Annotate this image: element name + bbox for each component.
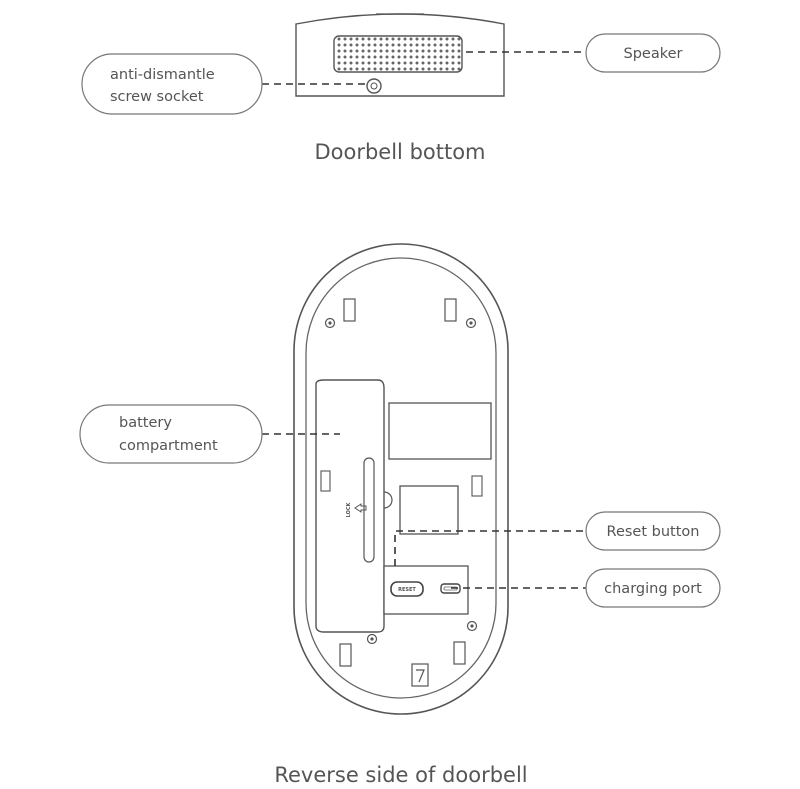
top-right-clip [444, 298, 457, 322]
battery-label-line2: compartment [119, 438, 218, 454]
reset-marking: RESET [398, 587, 416, 593]
doorbell-bottom-caption: Doorbell bottom [314, 140, 485, 164]
lock-marking: LOCK [346, 501, 352, 517]
screw-socket-label-line2: screw socket [110, 89, 204, 105]
module-square [399, 485, 459, 535]
screw-top-right-center [469, 321, 473, 325]
label-area [388, 402, 492, 460]
charging-port-label-pill [585, 568, 721, 608]
reset-label-pill [585, 511, 721, 551]
screw-bottom-left-center [370, 637, 374, 641]
doorbell-reverse-illustration: LOCK RESET [293, 243, 509, 715]
bottom-notch-mark [416, 669, 425, 683]
right-side-clip [471, 475, 483, 497]
bottom-left-clip [339, 643, 352, 667]
battery-label-line1: battery [119, 415, 172, 431]
doorbell-bottom-illustration [295, 13, 505, 97]
speaker-grille [333, 35, 463, 73]
battery-compartment-cover [315, 379, 385, 633]
speaker-label: Speaker [624, 46, 683, 62]
screw-socket-label-line1: anti-dismantle [110, 67, 215, 83]
battery-side-clip [320, 470, 331, 492]
battery-notch [383, 491, 393, 509]
charging-port-label: charging port [604, 581, 702, 597]
reset-button-label: Reset button [607, 524, 700, 540]
screw-socket-label-pill [81, 53, 263, 115]
reverse-side-caption: Reverse side of doorbell [274, 763, 527, 787]
lock-arrow-icon [354, 503, 367, 513]
bottom-right-clip [453, 641, 466, 665]
bottom-notch [411, 663, 429, 687]
reset-button [390, 581, 424, 597]
speaker-label-pill [585, 33, 721, 73]
top-left-clip [343, 298, 356, 322]
screw-socket-inner [370, 82, 378, 90]
battery-label-pill [79, 404, 263, 464]
screw-top-left-center [328, 321, 332, 325]
screw-bottom-right-center [470, 624, 474, 628]
